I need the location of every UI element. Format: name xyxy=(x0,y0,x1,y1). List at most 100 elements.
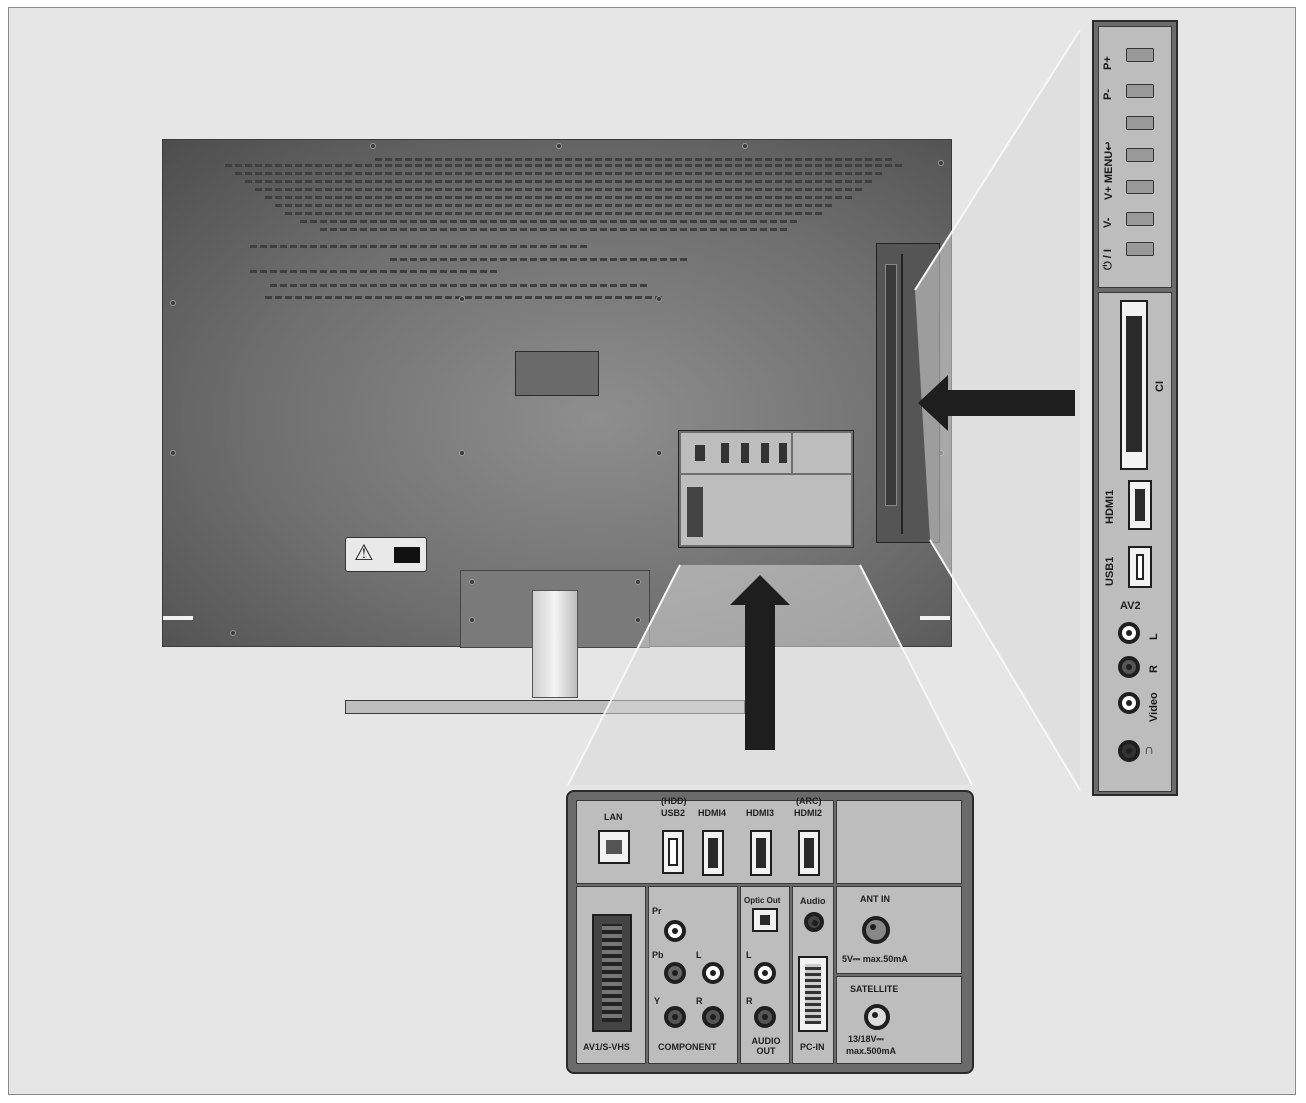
av2-audio-right-jack[interactable] xyxy=(1118,656,1140,678)
headphone-icon: ∩ xyxy=(1144,741,1155,757)
vent-row xyxy=(255,188,865,191)
usb1-label: USB1 xyxy=(1104,556,1116,586)
vent-row xyxy=(250,245,590,248)
antenna-section xyxy=(836,886,962,974)
ant-in-label: ANT IN xyxy=(860,894,890,904)
foot-marker-left xyxy=(163,616,193,620)
ci-label: CI xyxy=(1154,381,1166,392)
screw xyxy=(742,143,748,149)
screw xyxy=(170,300,176,306)
component-y-jack[interactable] xyxy=(664,1006,686,1028)
screw xyxy=(370,143,376,149)
component-audio-r-jack[interactable] xyxy=(702,1006,724,1028)
usb2-port[interactable] xyxy=(662,830,684,874)
program-down-label: P- xyxy=(1102,89,1114,100)
optic-out-label: Optic Out xyxy=(744,896,781,905)
hdmi1-port[interactable] xyxy=(1128,480,1152,530)
screw xyxy=(459,450,465,456)
vent-row xyxy=(235,172,885,175)
vga-port[interactable] xyxy=(798,956,828,1032)
arrow-to-side-panel xyxy=(918,375,1075,431)
vent-row xyxy=(265,296,665,299)
power-label: ⏻ / I xyxy=(1102,249,1114,270)
foot-marker-right xyxy=(920,616,950,620)
av2-label: AV2 xyxy=(1120,600,1141,612)
program-down-button[interactable] xyxy=(1126,84,1154,98)
component-l-label: L xyxy=(696,950,702,960)
optical-out-port[interactable] xyxy=(752,908,778,932)
warning-icon: ⚠ xyxy=(354,540,374,565)
component-audio-l-jack[interactable] xyxy=(702,962,724,984)
scart-port[interactable] xyxy=(592,914,632,1032)
screw xyxy=(656,296,662,302)
component-pr-jack[interactable] xyxy=(664,920,686,942)
usb1-port[interactable] xyxy=(1128,546,1152,588)
component-r-label: R xyxy=(696,996,703,1006)
vent-row xyxy=(270,284,650,287)
screw xyxy=(938,160,944,166)
screw xyxy=(170,450,176,456)
hdmi2-label: HDMI2 xyxy=(794,808,823,818)
vent-row xyxy=(300,220,800,223)
av2-audio-left-jack[interactable] xyxy=(1118,622,1140,644)
vent-row xyxy=(320,228,790,231)
volume-up-button[interactable] xyxy=(1126,116,1154,130)
pc-in-label: PC-IN xyxy=(800,1042,825,1052)
ci-slot[interactable] xyxy=(1120,300,1148,470)
usb2-hdd-label: (HDD) xyxy=(661,796,687,806)
satellite-section xyxy=(836,976,962,1064)
satellite-label: SATELLITE xyxy=(850,984,899,994)
usb2-label: USB2 xyxy=(661,808,686,818)
screw xyxy=(459,296,465,302)
vent-row xyxy=(375,158,895,161)
component-pb-jack[interactable] xyxy=(664,962,686,984)
program-up-label: P+ xyxy=(1102,56,1114,70)
volume-down-button-2[interactable] xyxy=(1126,212,1154,226)
sat-power-label-1: 13/18V⎓ xyxy=(848,1034,884,1044)
hdmi2-arc-label: (ARC) xyxy=(796,796,822,806)
blank-section xyxy=(836,800,962,884)
lan-port[interactable] xyxy=(598,830,630,864)
volume-down-label: V- xyxy=(1102,217,1114,228)
hdmi2-port[interactable] xyxy=(798,830,820,876)
pr-label: Pr xyxy=(652,906,662,916)
hdmi3-label: HDMI3 xyxy=(746,808,775,818)
y-label: Y xyxy=(654,996,661,1006)
antenna-input[interactable] xyxy=(862,916,890,944)
volume-down-button[interactable] xyxy=(1126,180,1154,194)
volume-up-menu-label: V+ MENU↩ xyxy=(1103,141,1115,200)
vent-row xyxy=(265,196,855,199)
scart-label: AV1/S-VHS xyxy=(583,1042,630,1052)
vent-row xyxy=(250,270,500,273)
pb-label: Pb xyxy=(652,950,664,960)
hdmi4-label: HDMI4 xyxy=(698,808,727,818)
satellite-input[interactable] xyxy=(864,1004,890,1030)
audio-out-l-jack[interactable] xyxy=(754,962,776,984)
sat-power-label-2: max.500mA xyxy=(846,1046,897,1056)
rear-connector-panel-small xyxy=(678,430,854,548)
warning-label: ⚠ xyxy=(345,537,427,572)
vent-row xyxy=(225,164,905,167)
audio-out-r-jack[interactable] xyxy=(754,1006,776,1028)
stand-neck xyxy=(532,590,578,698)
audio-out-label: AUDIO OUT xyxy=(751,1036,781,1056)
hdmi3-port[interactable] xyxy=(750,830,772,876)
ant-power-label: 5V⎓ max.50mA xyxy=(842,954,908,964)
av2-video-label: Video xyxy=(1148,692,1160,722)
screw xyxy=(656,450,662,456)
av2-video-jack[interactable] xyxy=(1118,692,1140,714)
screw xyxy=(230,630,236,636)
pc-audio-jack[interactable] xyxy=(804,912,824,932)
menu-button[interactable] xyxy=(1126,148,1154,162)
audio-label: Audio xyxy=(800,896,826,906)
vent-row xyxy=(285,212,825,215)
vent-row xyxy=(245,180,875,183)
av2-right-label: R xyxy=(1148,665,1160,673)
hdmi1-label: HDMI1 xyxy=(1104,489,1116,524)
hdmi4-port[interactable] xyxy=(702,830,724,876)
headphone-jack[interactable] xyxy=(1118,740,1140,762)
program-up-button[interactable] xyxy=(1126,48,1154,62)
power-button[interactable] xyxy=(1126,242,1154,256)
rating-label-plate xyxy=(515,351,599,396)
